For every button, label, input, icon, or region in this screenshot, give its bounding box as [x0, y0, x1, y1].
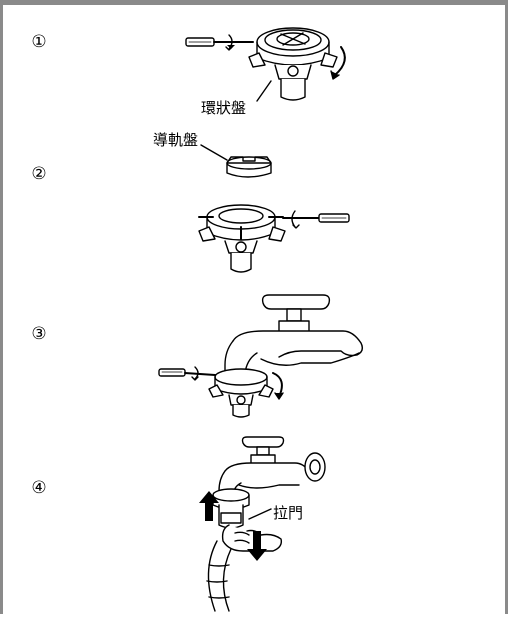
illustration-layer — [158, 27, 364, 612]
step-4-illustration — [206, 436, 326, 612]
up-arrow-icon — [199, 491, 219, 521]
down-arrow-icon — [247, 531, 267, 561]
step-3-number: ③ — [31, 324, 47, 344]
step-2-illustration — [198, 144, 350, 273]
step-1-number: ① — [31, 32, 47, 52]
step-2-number: ② — [31, 164, 47, 184]
guide-plate-label: 導軌盤 — [153, 131, 199, 149]
slide-door-label: 拉門 — [273, 504, 304, 522]
step-1-illustration — [185, 27, 346, 102]
ring-plate-label: 環狀盤 — [201, 99, 247, 117]
step-3-illustration — [158, 294, 364, 418]
step-4-number: ④ — [31, 478, 47, 498]
